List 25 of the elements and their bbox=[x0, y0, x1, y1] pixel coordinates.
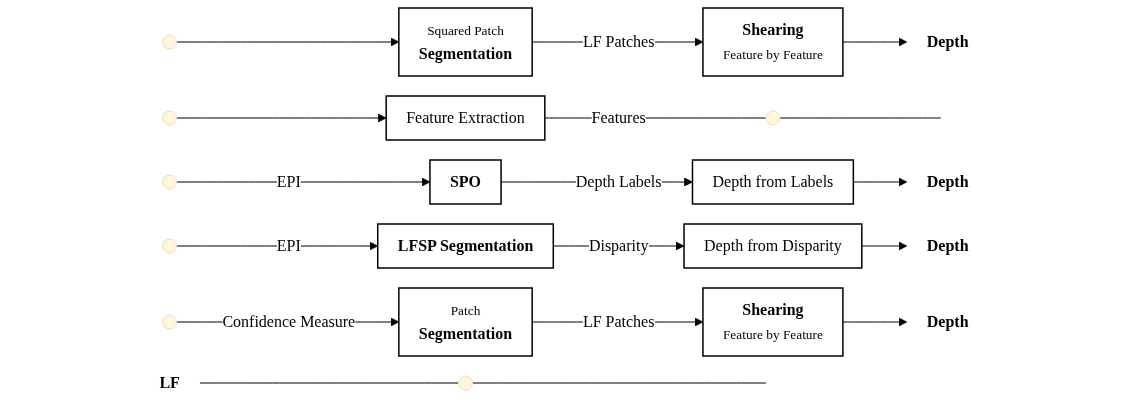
switch-contact bbox=[162, 110, 178, 126]
arrow bbox=[861, 241, 908, 251]
signal-label: Depth bbox=[926, 173, 969, 190]
process-box: Shearing Feature by Feature bbox=[702, 7, 844, 77]
switch-contact bbox=[162, 238, 178, 254]
arrow bbox=[842, 37, 908, 47]
switch-contact bbox=[162, 174, 178, 190]
process-box: Depth from Labels bbox=[691, 159, 855, 205]
process-box: SPO bbox=[429, 159, 502, 205]
process-box: Squared Patch Segmentation bbox=[398, 7, 533, 77]
signal-label: LF bbox=[159, 374, 180, 391]
process-box: LFSP Segmentation bbox=[377, 223, 555, 269]
switch-contact bbox=[458, 375, 473, 391]
process-box: Patch Segmentation bbox=[398, 287, 533, 357]
arrow bbox=[176, 113, 387, 123]
arrow bbox=[842, 317, 908, 327]
switch-contact bbox=[162, 34, 178, 50]
signal-label: Depth bbox=[926, 313, 969, 330]
process-box: Shearing Feature by Feature bbox=[702, 287, 844, 357]
process-box: Feature Extraction bbox=[385, 95, 546, 141]
switch-contact bbox=[162, 314, 178, 330]
signal-label: Depth bbox=[926, 237, 969, 254]
process-box: Depth from Disparity bbox=[683, 223, 863, 269]
signal-label: Depth bbox=[926, 33, 969, 50]
switch-contact bbox=[765, 110, 781, 126]
